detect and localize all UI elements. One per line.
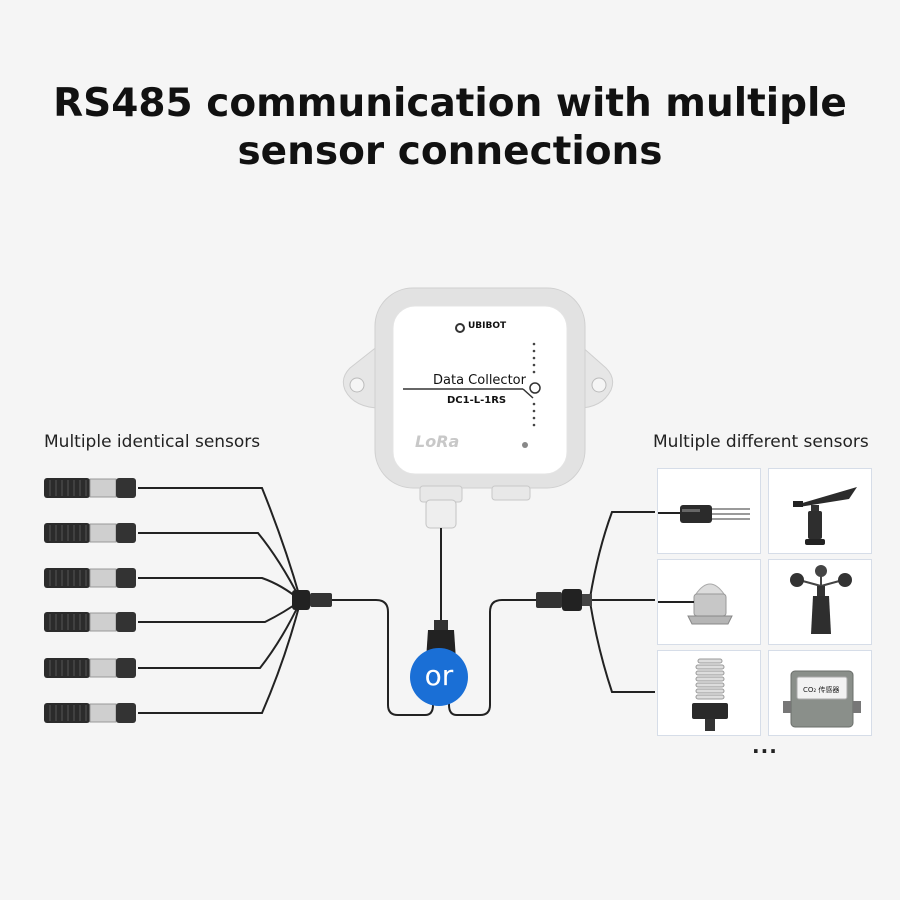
left-wire-6 (138, 602, 301, 714)
more-sensors-indicator: ... (752, 734, 778, 758)
left-wire-3 (138, 577, 301, 601)
title-line-1: RS485 communication with multiple (53, 81, 847, 126)
identical-sensor-6 (44, 703, 136, 723)
page-title: RS485 communication with multiple sensor… (0, 80, 900, 176)
light-sensor-icon (658, 583, 733, 625)
sensor-cell-wind-vane (768, 468, 872, 554)
sensor-cell-light-sensor (657, 559, 761, 645)
soil-probe-icon (658, 505, 750, 523)
co2-box-label: CO₂ 传感器 (803, 686, 840, 694)
identical-sensor-5 (44, 658, 136, 678)
identical-sensor-3 (44, 568, 136, 588)
right-splitter-connector (536, 589, 592, 611)
sensor-cell-co2-box: CO₂ 传感器 (768, 650, 872, 736)
radiation-shield-icon (692, 658, 728, 731)
co2-sensor-box-icon (783, 670, 861, 728)
left-wire-5 (138, 601, 301, 669)
right-section-label: Multiple different sensors (653, 432, 869, 452)
lora-logo: LoRa (415, 432, 460, 451)
identical-sensor-4 (44, 612, 136, 632)
identical-sensor-2 (44, 523, 136, 543)
right-wire-3 (589, 601, 655, 693)
right-wire-1 (589, 511, 655, 599)
left-splitter-connector (292, 590, 332, 610)
wind-vane-icon (793, 487, 857, 545)
left-section-label: Multiple identical sensors (44, 432, 261, 452)
left-wire-1 (138, 487, 301, 599)
sensor-cell-soil-probe (657, 468, 761, 554)
device-model: DC1-L-1RS (447, 395, 507, 406)
or-badge: or (410, 648, 468, 706)
sensor-cell-radiation-shield (657, 650, 761, 736)
left-wire-2 (138, 532, 301, 600)
identical-sensor-1 (44, 478, 136, 498)
anemometer-icon (790, 565, 852, 634)
sensor-cell-anemometer (768, 559, 872, 645)
data-collector-device (342, 287, 614, 529)
left-branch-cable (332, 599, 434, 716)
device-name: Data Collector (433, 373, 526, 388)
title-line-2: sensor connections (237, 129, 663, 174)
left-wire-4 (138, 600, 301, 623)
right-branch-cable (448, 599, 540, 716)
device-brand: UBIBOT (468, 321, 507, 331)
